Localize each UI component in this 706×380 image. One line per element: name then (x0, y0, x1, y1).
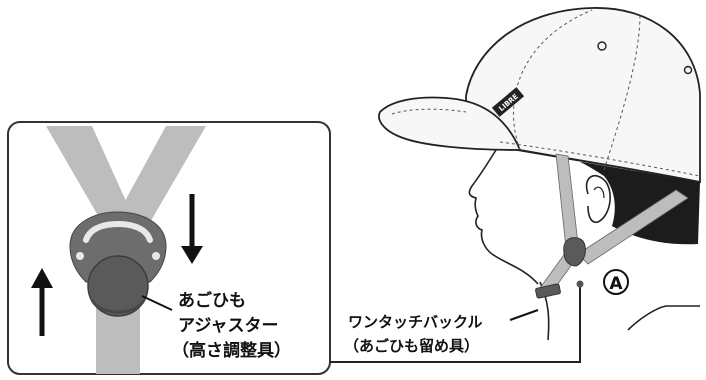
buckle-leader-line (509, 309, 539, 321)
chin-strap-rear (577, 189, 689, 265)
strap-adjuster-on-head (563, 237, 586, 267)
arrow-up-icon (31, 268, 53, 336)
chin-strap-front (555, 153, 579, 249)
adjuster-hole-right (152, 252, 160, 260)
marker-a-icon: A (603, 269, 629, 295)
adjuster-leader-line (141, 295, 173, 311)
adjuster-slot (83, 220, 153, 243)
adjuster-knob-shadow (90, 299, 146, 314)
buckle-on-head (535, 283, 561, 299)
buckle-label-line2: （あごひも留め具） (344, 337, 479, 355)
adjuster-detail-panel: あごひも アジャスター （高さ調整具） (7, 121, 331, 375)
adjuster-label-line1: あごひも (178, 290, 246, 311)
vent-hole-back (683, 65, 693, 75)
adjuster-hole-left (76, 252, 84, 260)
marker-a-label: A (609, 274, 623, 294)
ear (585, 174, 611, 224)
helmet-seam-front (513, 9, 593, 151)
marker-a-point (576, 280, 584, 288)
adjuster-label-line2: アジャスター (178, 316, 278, 336)
brim-stitch (391, 108, 467, 115)
adjuster-label-line3: （高さ調整具） (172, 340, 291, 361)
face-profile (468, 149, 539, 285)
helmet-shell (465, 7, 701, 184)
helmet-seam-side (603, 13, 641, 171)
chin-strap (535, 153, 689, 299)
marker-connector-line (330, 286, 581, 363)
vent-hole-front (597, 41, 607, 51)
arrow-down-icon (181, 194, 203, 264)
adjuster-knob (87, 255, 149, 317)
buckle-label-line1: ワンタッチバックル (348, 313, 483, 331)
ear-inner (593, 186, 605, 199)
